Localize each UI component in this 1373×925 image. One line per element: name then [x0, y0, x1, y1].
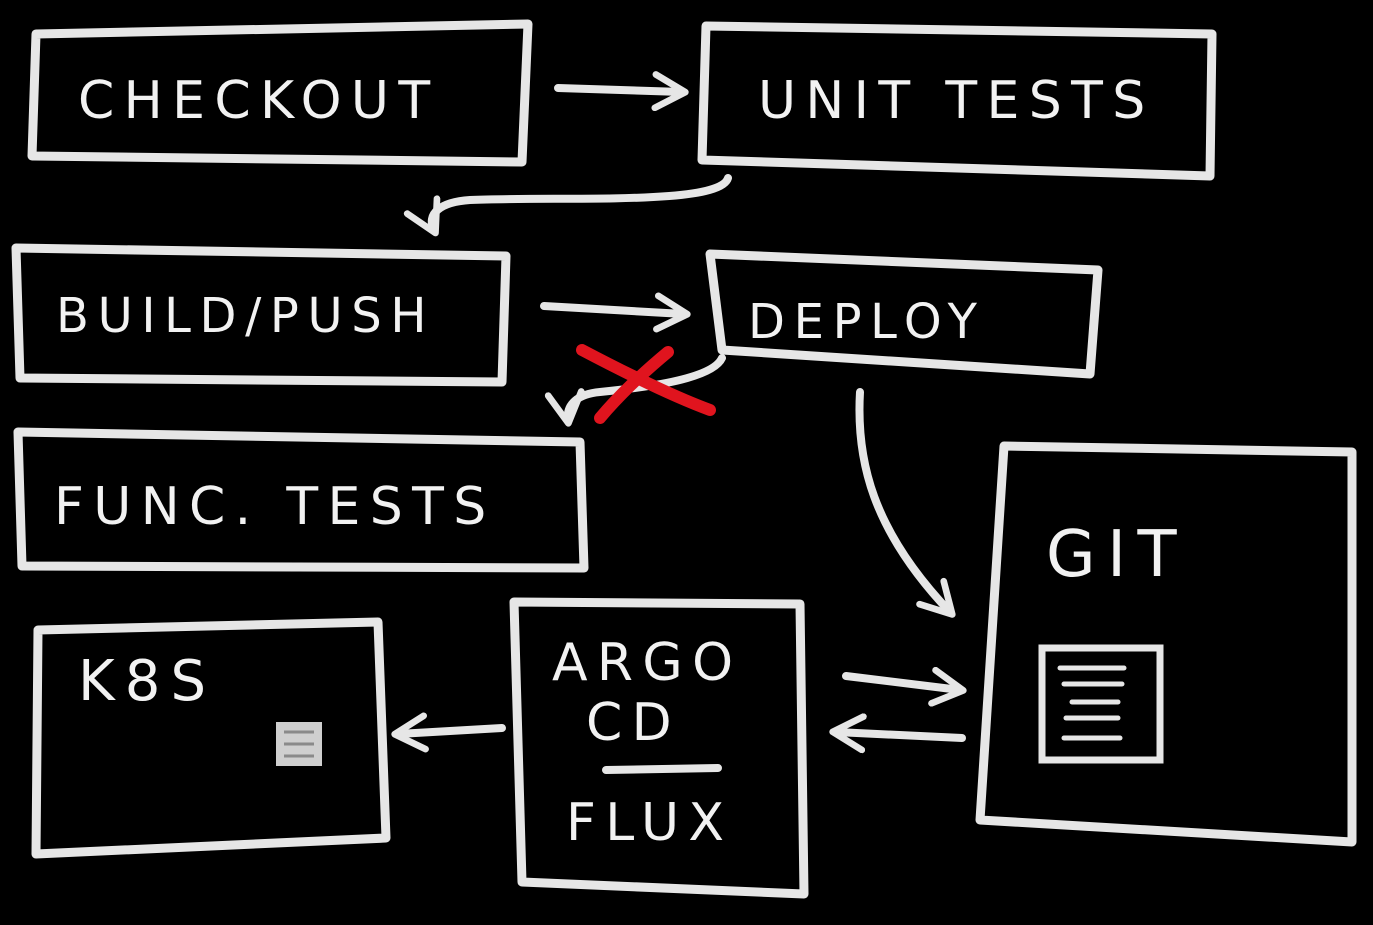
arrow-checkout-to-unit-tests — [554, 71, 689, 112]
unit-tests-box — [697, 21, 1217, 181]
func-tests-label: FUNC. TESTS — [54, 477, 496, 537]
deploy-label: DEPLOY — [748, 294, 986, 350]
deploy-node: DEPLOY — [705, 249, 1103, 379]
func-tests-box — [13, 427, 589, 573]
build-push-node: BUILD/PUSH — [11, 243, 511, 387]
argo-flux-node: ARGO CD FLUX — [509, 597, 809, 899]
arrow-build-to-deploy — [540, 292, 691, 333]
cross-stroke-1 — [576, 344, 716, 416]
git-node: GIT — [975, 441, 1357, 847]
build-push-box — [11, 243, 511, 387]
git-box — [975, 441, 1357, 847]
argo-flux-box — [509, 597, 809, 899]
arrow-deploy-to-git — [855, 388, 956, 618]
git-label: GIT — [1046, 518, 1188, 592]
build-push-label: BUILD/PUSH — [56, 288, 435, 344]
checkout-node: CHECKOUT — [27, 19, 533, 167]
arrow-deploy-to-func-tests — [544, 354, 726, 427]
container-icon-detail — [284, 730, 314, 758]
k8s-node: K8S — [31, 617, 391, 859]
argo-flux-divider — [602, 764, 722, 774]
arrow-argo-to-k8s — [391, 712, 506, 753]
document-icon — [1038, 644, 1164, 764]
unit-tests-label: UNIT TESTS — [758, 71, 1155, 131]
argo-label: ARGO — [552, 633, 742, 693]
func-tests-node: FUNC. TESTS — [13, 427, 589, 573]
cross-stroke-2 — [594, 346, 674, 424]
unit-tests-node: UNIT TESTS — [697, 21, 1217, 181]
k8s-label: K8S — [78, 649, 216, 714]
cross-icon — [576, 344, 716, 424]
arrow-unit-tests-to-build — [403, 174, 732, 237]
arrow-git-to-argo — [829, 713, 966, 754]
deploy-box — [705, 249, 1103, 379]
k8s-box — [31, 617, 391, 859]
arrow-argo-to-git — [842, 666, 967, 707]
checkout-box — [27, 19, 533, 167]
cd-label: CD — [586, 693, 681, 753]
flux-label: FLUX — [566, 793, 733, 853]
checkout-label: CHECKOUT — [78, 71, 439, 131]
